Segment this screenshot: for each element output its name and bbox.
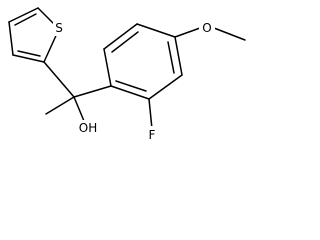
thiophene-ring [8, 7, 60, 63]
bond-b1-b2 [103, 48, 112, 87]
methoxy-oxygen-label: O [202, 21, 211, 35]
bond-b2-b3 [103, 23, 138, 50]
atom-labels: S O F OH [53, 19, 215, 142]
bond-central-carbon-phenyl [73, 85, 112, 98]
bond-methoxy-oxygen-methyl [213, 27, 246, 41]
bond-c3-c4 [8, 21, 14, 56]
double-bond-b6-b1-inner [115, 80, 147, 92]
bond-ring-fluorine [148, 98, 153, 130]
bond-b4-b5 [174, 36, 183, 76]
methoxy-oxygen-label-mask [199, 19, 215, 35]
bond-b6-b1 [110, 85, 150, 100]
bond-c2-c3 [12, 54, 45, 63]
bond-central-carbon-methyl [45, 96, 75, 115]
bond-b5-b6 [148, 74, 183, 100]
double-bond-b4-b5-inner [167, 41, 175, 74]
bond-central-carbon-hydroxyl [73, 96, 85, 122]
chemical-structure-diagram: S O F OH [8, 7, 246, 142]
bond-thiophene-central-carbon [43, 61, 75, 98]
benzene-substituents [148, 27, 246, 130]
hydroxyl-label: OH [79, 121, 97, 135]
fluorine-label: F [149, 128, 156, 142]
sulfur-label: S [55, 21, 63, 35]
bond-b3-b4 [136, 23, 176, 38]
fluorine-label-mask [146, 126, 159, 142]
double-bond-c4-c5-inner [14, 13, 37, 26]
central-carbon-bonds [43, 61, 112, 122]
bond-c4-c5 [8, 7, 39, 23]
sulfur-label-mask [53, 20, 66, 36]
hydroxyl-label-mask [76, 120, 100, 136]
bond-ring-methoxy-oxygen [174, 27, 201, 38]
double-bond-c2-c3-inner [17, 50, 41, 57]
double-bond-b2-b3-inner [111, 31, 139, 53]
benzene-ring [103, 23, 183, 100]
